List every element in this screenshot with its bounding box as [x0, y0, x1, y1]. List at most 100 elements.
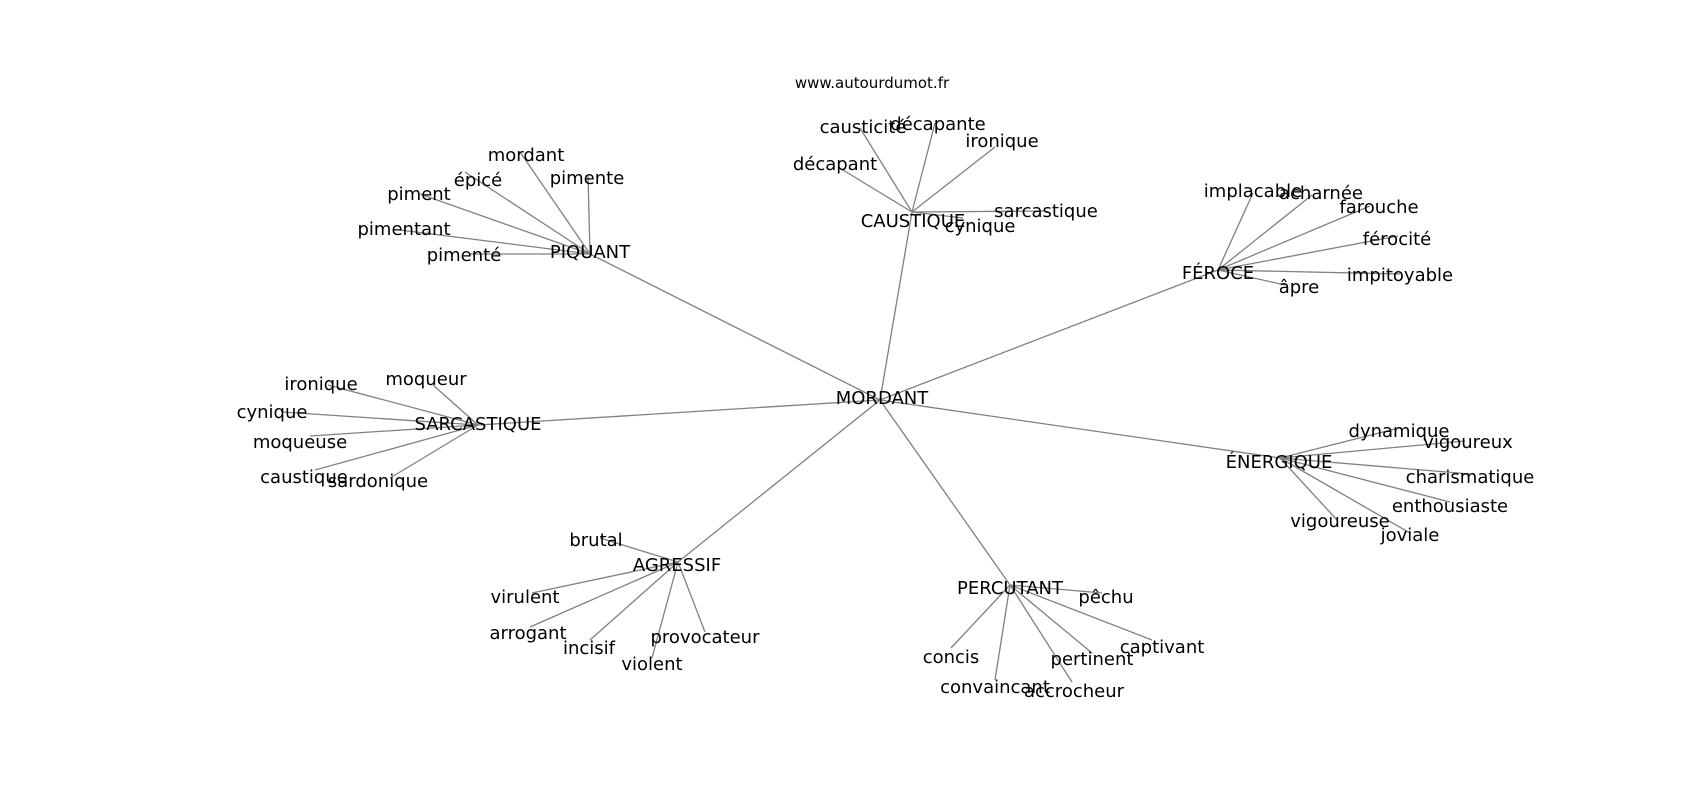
center-word[interactable]: MORDANT: [836, 388, 930, 409]
leaf-word[interactable]: piment: [387, 184, 451, 205]
leaf-word[interactable]: convaincant: [940, 677, 1050, 698]
leaf-word[interactable]: virulent: [490, 587, 559, 608]
edge-piquant-leaf: [519, 151, 591, 255]
edge-feroce-leaf: [1217, 269, 1286, 286]
edges: [281, 122, 1471, 683]
leaf-word[interactable]: violent: [621, 654, 682, 675]
leaf-word[interactable]: cynique: [237, 402, 308, 423]
leaf-word[interactable]: férocité: [1363, 229, 1431, 250]
leaf-word[interactable]: charismatique: [1406, 467, 1535, 488]
edge-agressif-leaf: [677, 561, 706, 633]
leaf-word[interactable]: concis: [923, 647, 980, 668]
leaf-word[interactable]: vigoureuse: [1290, 511, 1389, 532]
edge-agressif-leaf: [599, 537, 679, 563]
hub-word-sarcastique[interactable]: SARCASTIQUE: [414, 414, 541, 435]
edge-feroce-leaf: [1217, 235, 1399, 271]
edge-percutant-leaf: [1009, 584, 1153, 641]
leaf-word[interactable]: caustique: [260, 467, 348, 488]
edge-caustique-leaf: [911, 146, 996, 213]
edge-agressif-leaf: [651, 561, 679, 659]
hub-word-agressif[interactable]: AGRESSIF: [633, 555, 721, 576]
leaf-word[interactable]: accrocheur: [1024, 681, 1125, 702]
edge-center-percutant: [879, 399, 1011, 586]
edge-agressif-leaf: [531, 561, 679, 594]
leaf-word[interactable]: pêchu: [1078, 587, 1133, 608]
edge-sarcastique-leaf: [389, 424, 479, 479]
leaf-word[interactable]: ironique: [284, 374, 357, 395]
edge-sarcastique-leaf: [281, 411, 479, 426]
leaf-word[interactable]: vigoureux: [1423, 432, 1513, 453]
edge-percutant-leaf: [1009, 584, 1093, 654]
leaf-word[interactable]: captivant: [1120, 637, 1205, 658]
edge-piquant-leaf: [419, 193, 591, 255]
edge-feroce-leaf: [1217, 205, 1371, 271]
hub-word-energique[interactable]: ÉNERGIQUE: [1226, 451, 1333, 473]
leaf-word[interactable]: sarcastique: [994, 201, 1098, 222]
leaf-word[interactable]: pimenté: [427, 245, 502, 266]
edge-energique-leaf: [1279, 457, 1338, 521]
source-label[interactable]: www.autourdumot.fr: [795, 74, 950, 92]
edge-caustique-leaf: [911, 211, 964, 219]
edge-energique-leaf: [1279, 457, 1411, 534]
leaf-word[interactable]: impitoyable: [1347, 265, 1453, 286]
edge-center-energique: [879, 399, 1281, 459]
edge-center-agressif: [677, 399, 881, 563]
labels: www.autourdumot.fr MORDANT PIQUANT mordan…: [237, 74, 1535, 702]
edge-center-caustique: [879, 211, 913, 401]
leaf-word[interactable]: pimente: [550, 168, 625, 189]
leaf-word[interactable]: brutal: [569, 530, 622, 551]
leaf-word[interactable]: farouche: [1339, 197, 1418, 218]
leaf-word[interactable]: acharnée: [1279, 183, 1363, 204]
leaf-word[interactable]: causticité: [820, 117, 907, 138]
edge-piquant-leaf: [399, 229, 591, 255]
leaf-word[interactable]: provocateur: [651, 627, 761, 648]
edge-energique-leaf: [1279, 457, 1471, 475]
edge-sarcastique-leaf: [314, 424, 479, 471]
edge-agressif-leaf: [529, 561, 679, 628]
leaf-word[interactable]: décapante: [890, 114, 985, 135]
leaf-word[interactable]: incisif: [563, 638, 616, 659]
edge-piquant-leaf: [587, 175, 591, 255]
edge-percutant-leaf: [1009, 584, 1103, 594]
edge-percutant-leaf: [1009, 584, 1073, 683]
edge-agressif-leaf: [589, 561, 679, 641]
leaf-word[interactable]: dynamique: [1349, 421, 1450, 442]
edge-piquant-leaf: [464, 171, 591, 255]
edge-percutant-leaf: [950, 584, 1011, 649]
leaf-word[interactable]: mordant: [488, 145, 565, 166]
edge-energique-leaf: [1279, 440, 1466, 459]
hub-word-percutant[interactable]: PERCUTANT: [957, 578, 1064, 599]
leaf-word[interactable]: sardonique: [328, 471, 428, 492]
leaf-word[interactable]: ironique: [965, 131, 1038, 152]
edge-sarcastique-leaf: [432, 384, 479, 426]
edge-caustique-leaf: [911, 210, 1046, 213]
leaf-word[interactable]: épicé: [454, 170, 502, 191]
leaf-word[interactable]: décapant: [793, 154, 877, 175]
leaf-word[interactable]: cynique: [945, 216, 1016, 237]
edge-center-piquant: [589, 253, 881, 401]
edge-caustique-leaf: [859, 127, 913, 213]
leaf-word[interactable]: arrogant: [489, 623, 566, 644]
leaf-word[interactable]: pimentant: [358, 219, 451, 240]
edge-sarcastique-leaf: [327, 384, 479, 426]
edge-caustique-leaf: [911, 122, 936, 213]
leaf-word[interactable]: pertinent: [1051, 649, 1134, 670]
leaf-word[interactable]: moqueur: [385, 369, 467, 390]
hub-word-feroce[interactable]: FÉROCE: [1182, 262, 1254, 284]
edge-center-sarcastique: [477, 399, 881, 426]
edge-energique-leaf: [1279, 457, 1451, 503]
leaf-word[interactable]: joviale: [1380, 525, 1440, 546]
edge-energique-leaf: [1279, 428, 1396, 459]
leaf-word[interactable]: implacable: [1204, 181, 1302, 202]
hub-word-piquant[interactable]: PIQUANT: [550, 242, 631, 263]
hub-word-caustique[interactable]: CAUSTIQUE: [861, 211, 966, 232]
leaf-word[interactable]: moqueuse: [253, 432, 347, 453]
edge-percutant-leaf: [994, 584, 1011, 681]
leaf-word[interactable]: âpre: [1279, 277, 1320, 298]
edge-sarcastique-leaf: [309, 424, 479, 437]
edge-feroce-leaf: [1217, 269, 1401, 275]
edge-feroce-leaf: [1217, 194, 1313, 271]
edge-center-feroce: [879, 269, 1219, 401]
leaf-word[interactable]: enthousiaste: [1392, 496, 1508, 517]
edge-caustique-leaf: [837, 166, 913, 213]
